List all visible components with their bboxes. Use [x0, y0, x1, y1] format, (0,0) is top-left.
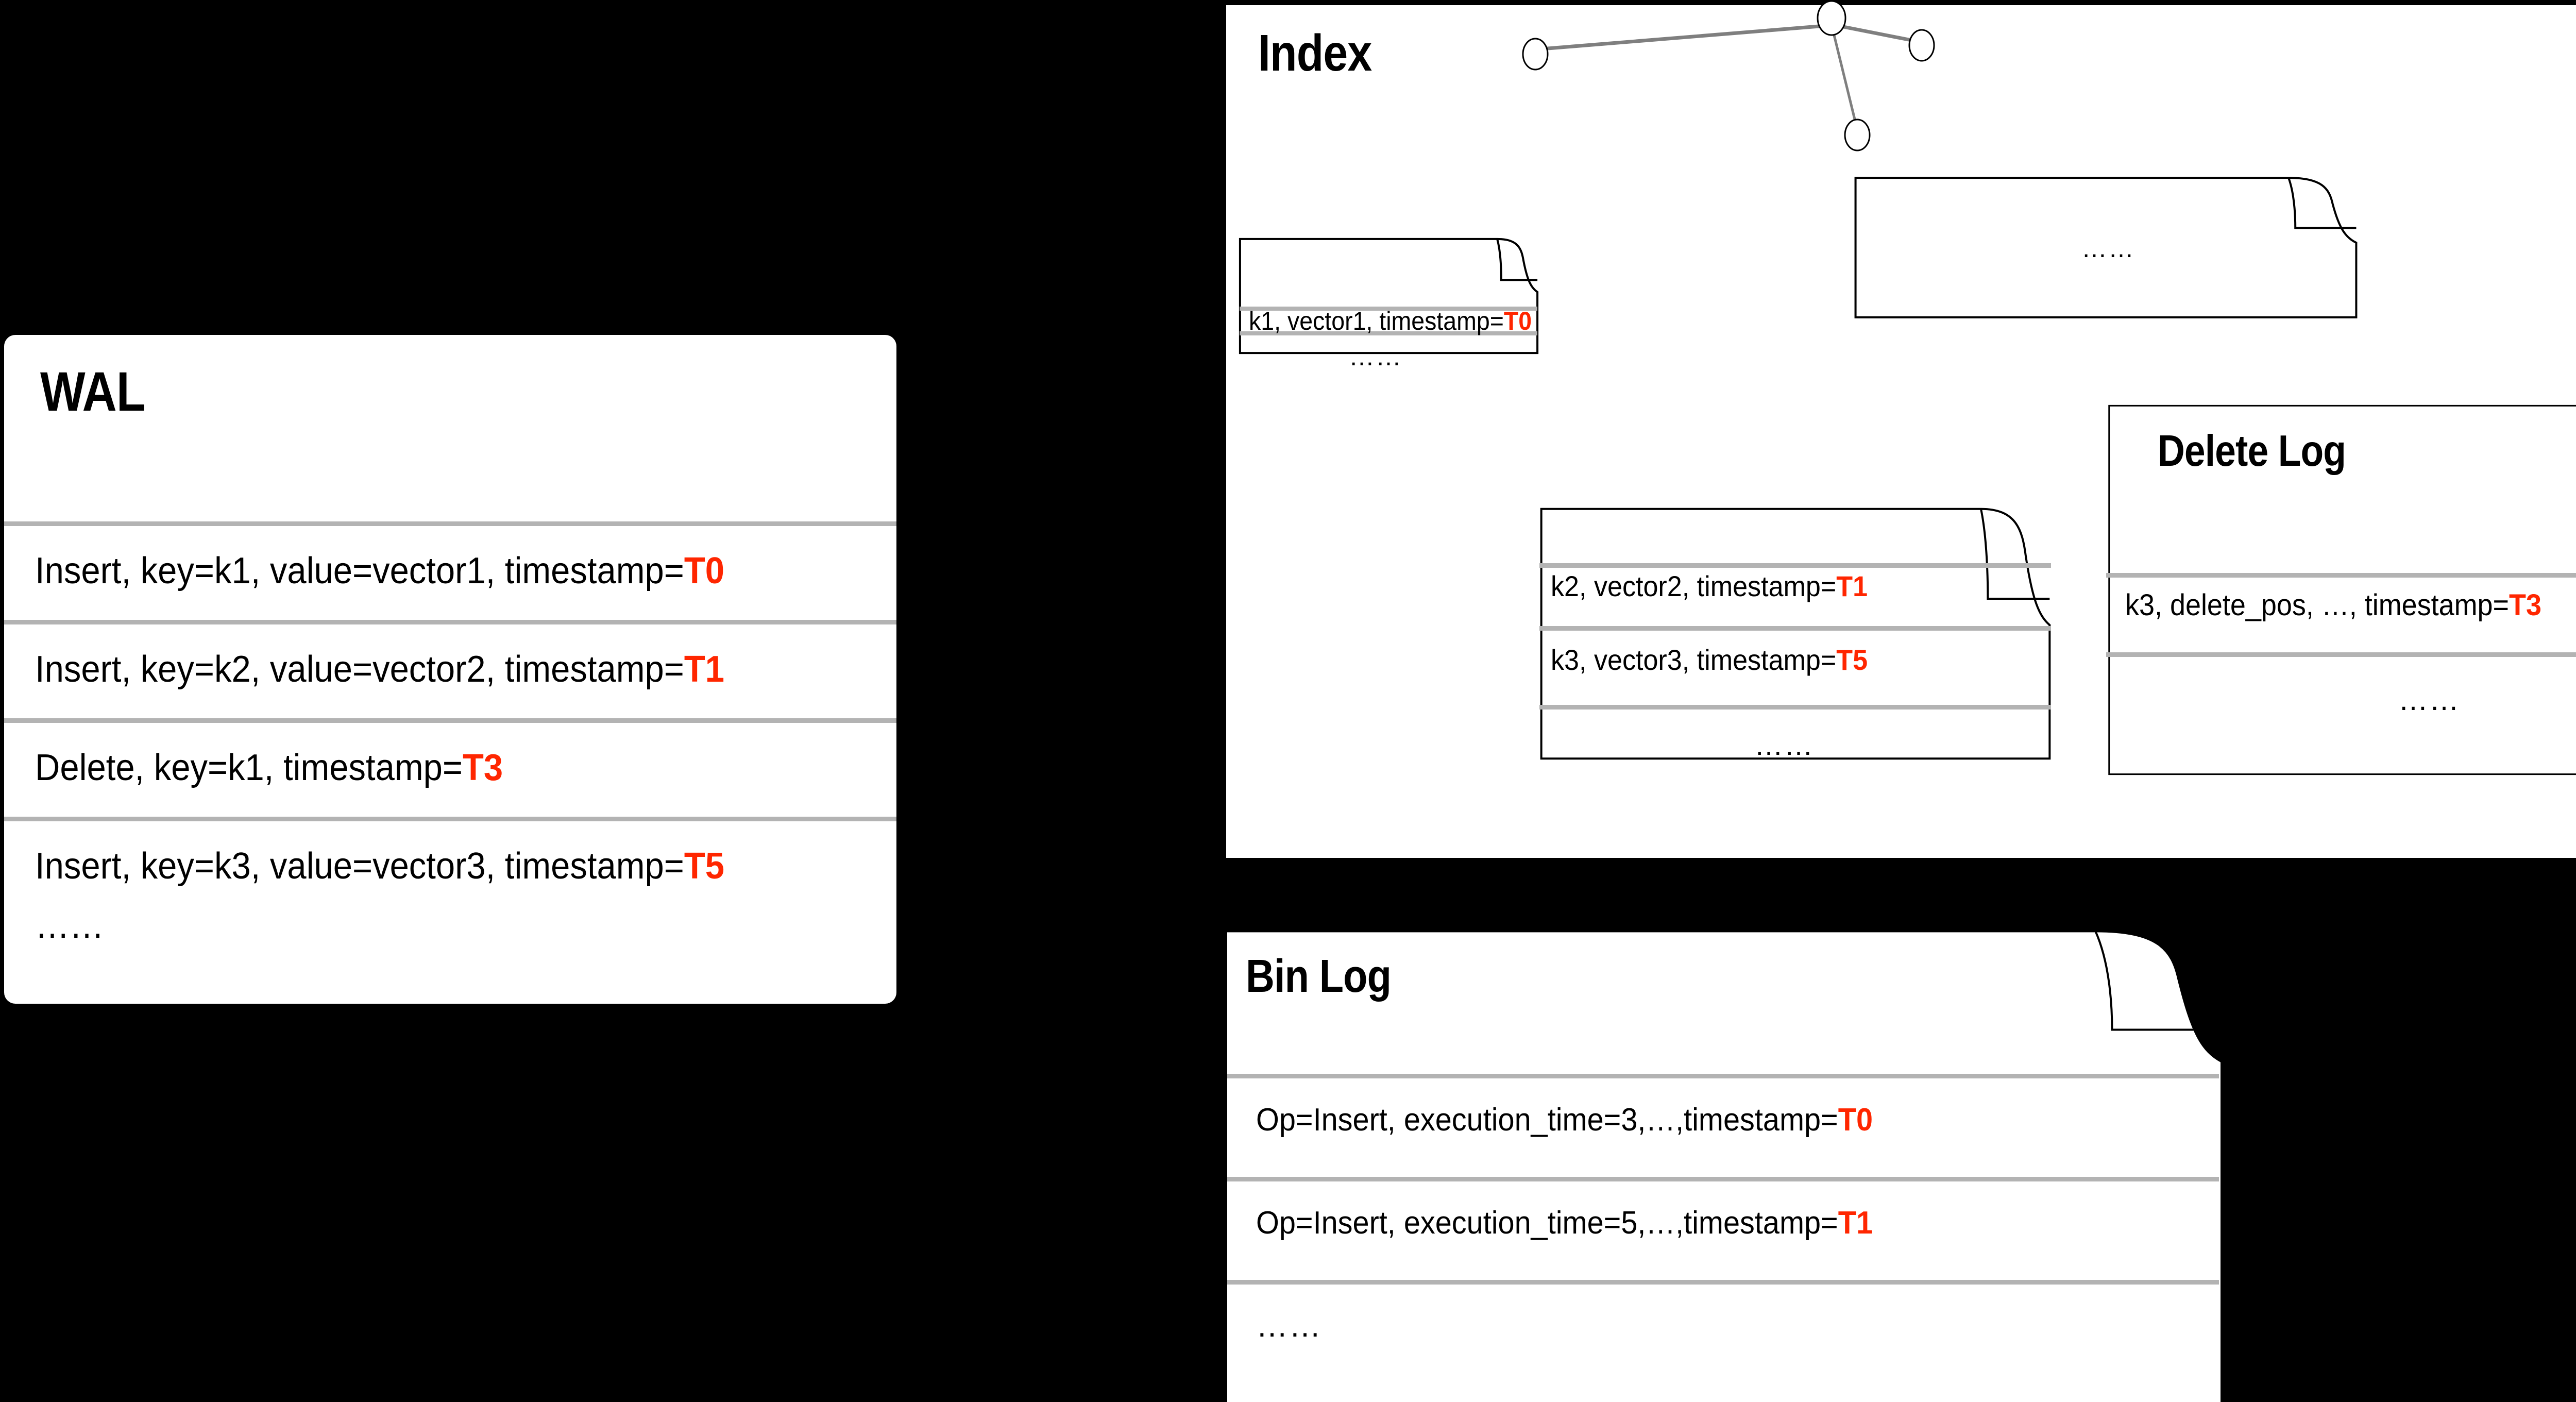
tree-edge-right: [1838, 24, 1917, 43]
wal-separator-4: [4, 817, 896, 821]
index-leaf-k1-row: k1, vector1, timestamp=T0: [1249, 307, 1532, 335]
wal-panel: [4, 335, 896, 1004]
index-leaf-ellipsis-row: ……: [2081, 234, 2135, 263]
tree-edge-middle: [1831, 26, 1859, 132]
wal-separator-2: [4, 620, 896, 624]
index-leaf-k1-row-ellipsis: ……: [1349, 342, 1402, 371]
delete-log-row: k3, delete_pos, …, timestamp=T3: [2125, 590, 2541, 620]
delete-log-row-timestamp: T3: [2509, 588, 2541, 622]
index-leaf-k1-shape: [1238, 236, 1539, 356]
wal-row: Insert, key=k3, value=vector3, timestamp…: [35, 845, 724, 887]
index-leaf-k2k3-row-text: k3, vector3, timestamp=: [1551, 644, 1837, 676]
index-leaf-k2k3-separator-1: [1539, 563, 2051, 568]
bin-log-separator-3: [1227, 1280, 2219, 1285]
tree-node-root: [1817, 0, 1846, 36]
wal-row: Delete, key=k1, timestamp=T3: [35, 747, 503, 789]
bin-log-row-timestamp: T0: [1838, 1102, 1873, 1138]
wal-separator-3: [4, 718, 896, 723]
tree-node-left: [1522, 38, 1549, 71]
index-leaf-k2k3-separator-2: [1539, 626, 2051, 631]
index-leaf-k1-row-timestamp: T0: [1503, 307, 1532, 335]
bin-log-separator-1: [1227, 1074, 2219, 1078]
index-leaf-k2k3-shape: [1538, 502, 2053, 765]
delete-log-row-text: k3, delete_pos, …, timestamp=: [2125, 588, 2510, 622]
bin-log-row-text: Op=Insert, execution_time=5,…,timestamp=: [1256, 1205, 1838, 1241]
index-tree: [1522, 0, 1935, 151]
delete-log-title: Delete Log: [2158, 427, 2346, 476]
wal-row-text: Delete, key=k1, timestamp=: [35, 747, 463, 788]
wal-row-timestamp: T3: [462, 747, 503, 788]
wal-row-timestamp: T0: [684, 550, 724, 592]
tree-edge-left: [1541, 24, 1826, 51]
wal-row-text: Insert, key=k1, value=vector1, timestamp…: [35, 550, 684, 592]
wal-row: Insert, key=k1, value=vector1, timestamp…: [35, 550, 724, 592]
index-leaf-k1-separator-1: [1240, 307, 1537, 311]
bin-log-row: Op=Insert, execution_time=3,…,timestamp=…: [1256, 1102, 1873, 1138]
wal-row-timestamp: T5: [684, 846, 724, 887]
tree-node-middle: [1844, 119, 1871, 151]
wal-row-ellipsis: ……: [35, 905, 104, 946]
wal-separator-1: [4, 521, 896, 526]
bin-log-row-ellipsis: ……: [1256, 1308, 1322, 1344]
wal-row-timestamp: T1: [684, 649, 724, 690]
wal-row-text: Insert, key=k2, value=vector2, timestamp…: [35, 649, 684, 690]
delete-log-separator-1: [2106, 573, 2576, 578]
wal-title: WAL: [40, 360, 146, 423]
bin-log-row-timestamp: T1: [1838, 1205, 1873, 1241]
delete-log-shape: [2105, 399, 2576, 781]
index-leaf-k2k3-row-ellipsis: ……: [1754, 729, 1814, 761]
bin-log-row-text: Op=Insert, execution_time=3,…,timestamp=: [1256, 1102, 1838, 1138]
wal-row: Insert, key=k2, value=vector2, timestamp…: [35, 648, 724, 690]
delete-log-separator-2: [2106, 652, 2576, 657]
bin-log-separator-2: [1227, 1177, 2219, 1181]
index-leaf-k2k3-row: k3, vector3, timestamp=T5: [1551, 644, 1868, 676]
index-leaf-k2k3-row-timestamp: T1: [1836, 570, 1868, 602]
index-leaf-k1-row-text: k1, vector1, timestamp=: [1249, 307, 1504, 335]
index-leaf-k2k3-row-text: k2, vector2, timestamp=: [1551, 570, 1837, 602]
bin-log-row: Op=Insert, execution_time=5,…,timestamp=…: [1256, 1205, 1873, 1241]
index-leaf-k2k3-separator-3: [1539, 705, 2051, 710]
tree-node-right: [1908, 29, 1935, 62]
index-leaf-k1-separator-2: [1240, 331, 1537, 335]
index-leaf-k2k3-row-timestamp: T5: [1836, 644, 1868, 676]
index-leaf-k2k3-row: k2, vector2, timestamp=T1: [1551, 570, 1868, 602]
wal-row-text: Insert, key=k3, value=vector3, timestamp…: [35, 846, 684, 887]
index-leaf-ellipsis-shape: [1852, 174, 2360, 321]
bin-log-title: Bin Log: [1246, 951, 1392, 1002]
index-title: Index: [1258, 24, 1372, 82]
delete-log-row-ellipsis: ……: [2398, 683, 2460, 717]
